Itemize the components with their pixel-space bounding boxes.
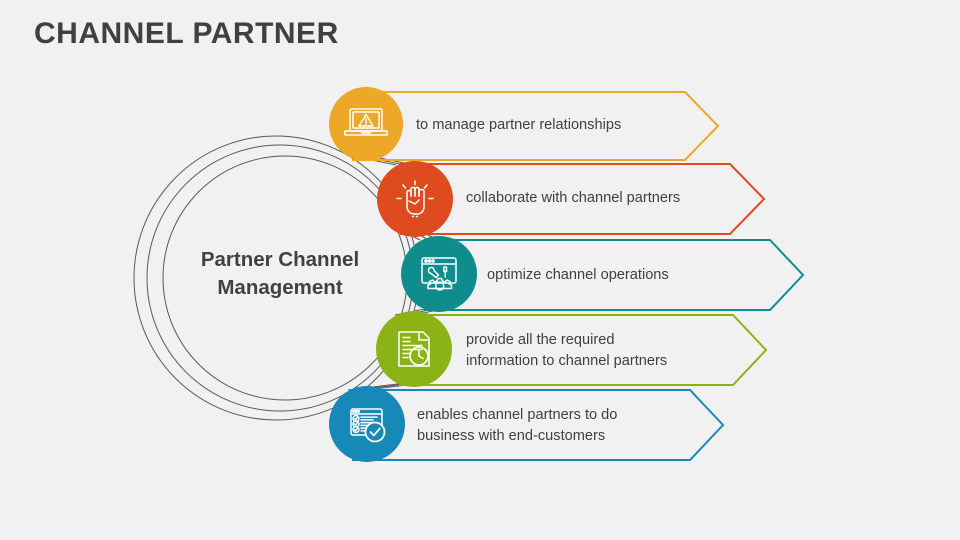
row-text-2: collaborate with channel partners (466, 188, 680, 209)
row-icons (344, 108, 457, 443)
row-text-3-line-1: optimize channel operations (487, 267, 669, 283)
laptop-warning-icon (344, 108, 388, 136)
center-label-line-2: Management (217, 275, 343, 299)
icon-circle-3[interactable] (401, 236, 477, 312)
icon-circle-2[interactable] (377, 161, 453, 237)
icon-circle-5[interactable] (329, 386, 405, 462)
arrow-banner-5 (352, 389, 725, 461)
row-text-5: enables channel partners to do business … (417, 405, 617, 446)
row-text-4-line-2: information to channel partners (466, 352, 668, 369)
raised-fist-icon (396, 180, 434, 218)
row-text-5-line-2: business with end-customers (417, 427, 606, 444)
arrow-banner-2 (400, 163, 766, 235)
document-clock-icon (398, 331, 430, 367)
row-text-5-line-1: enables channel partners to do (417, 407, 618, 423)
arrow-banner-1 (352, 91, 720, 161)
row-text-4: provide all the required information to … (466, 330, 667, 371)
row-text-1-line-1: to manage partner relationships (416, 117, 622, 133)
row-text-1: to manage partner relationships (416, 115, 621, 136)
checklist-approved-icon (350, 408, 386, 443)
icon-circles (329, 87, 477, 462)
center-label-line-1: Partner Channel (200, 248, 360, 271)
browser-tools-icon (421, 257, 457, 291)
arrow-banners (352, 91, 805, 461)
arrow-banner-3 (424, 239, 805, 311)
row-text-4-line-1: provide all the required (466, 332, 615, 348)
page-title: CHANNEL PARTNER (34, 17, 339, 50)
arrow-banner-4 (399, 314, 768, 386)
row-text-2-line-1: collaborate with channel partners (466, 190, 681, 206)
center-label: Partner Channel Management (160, 246, 400, 301)
row-text-3: optimize channel operations (487, 265, 669, 286)
